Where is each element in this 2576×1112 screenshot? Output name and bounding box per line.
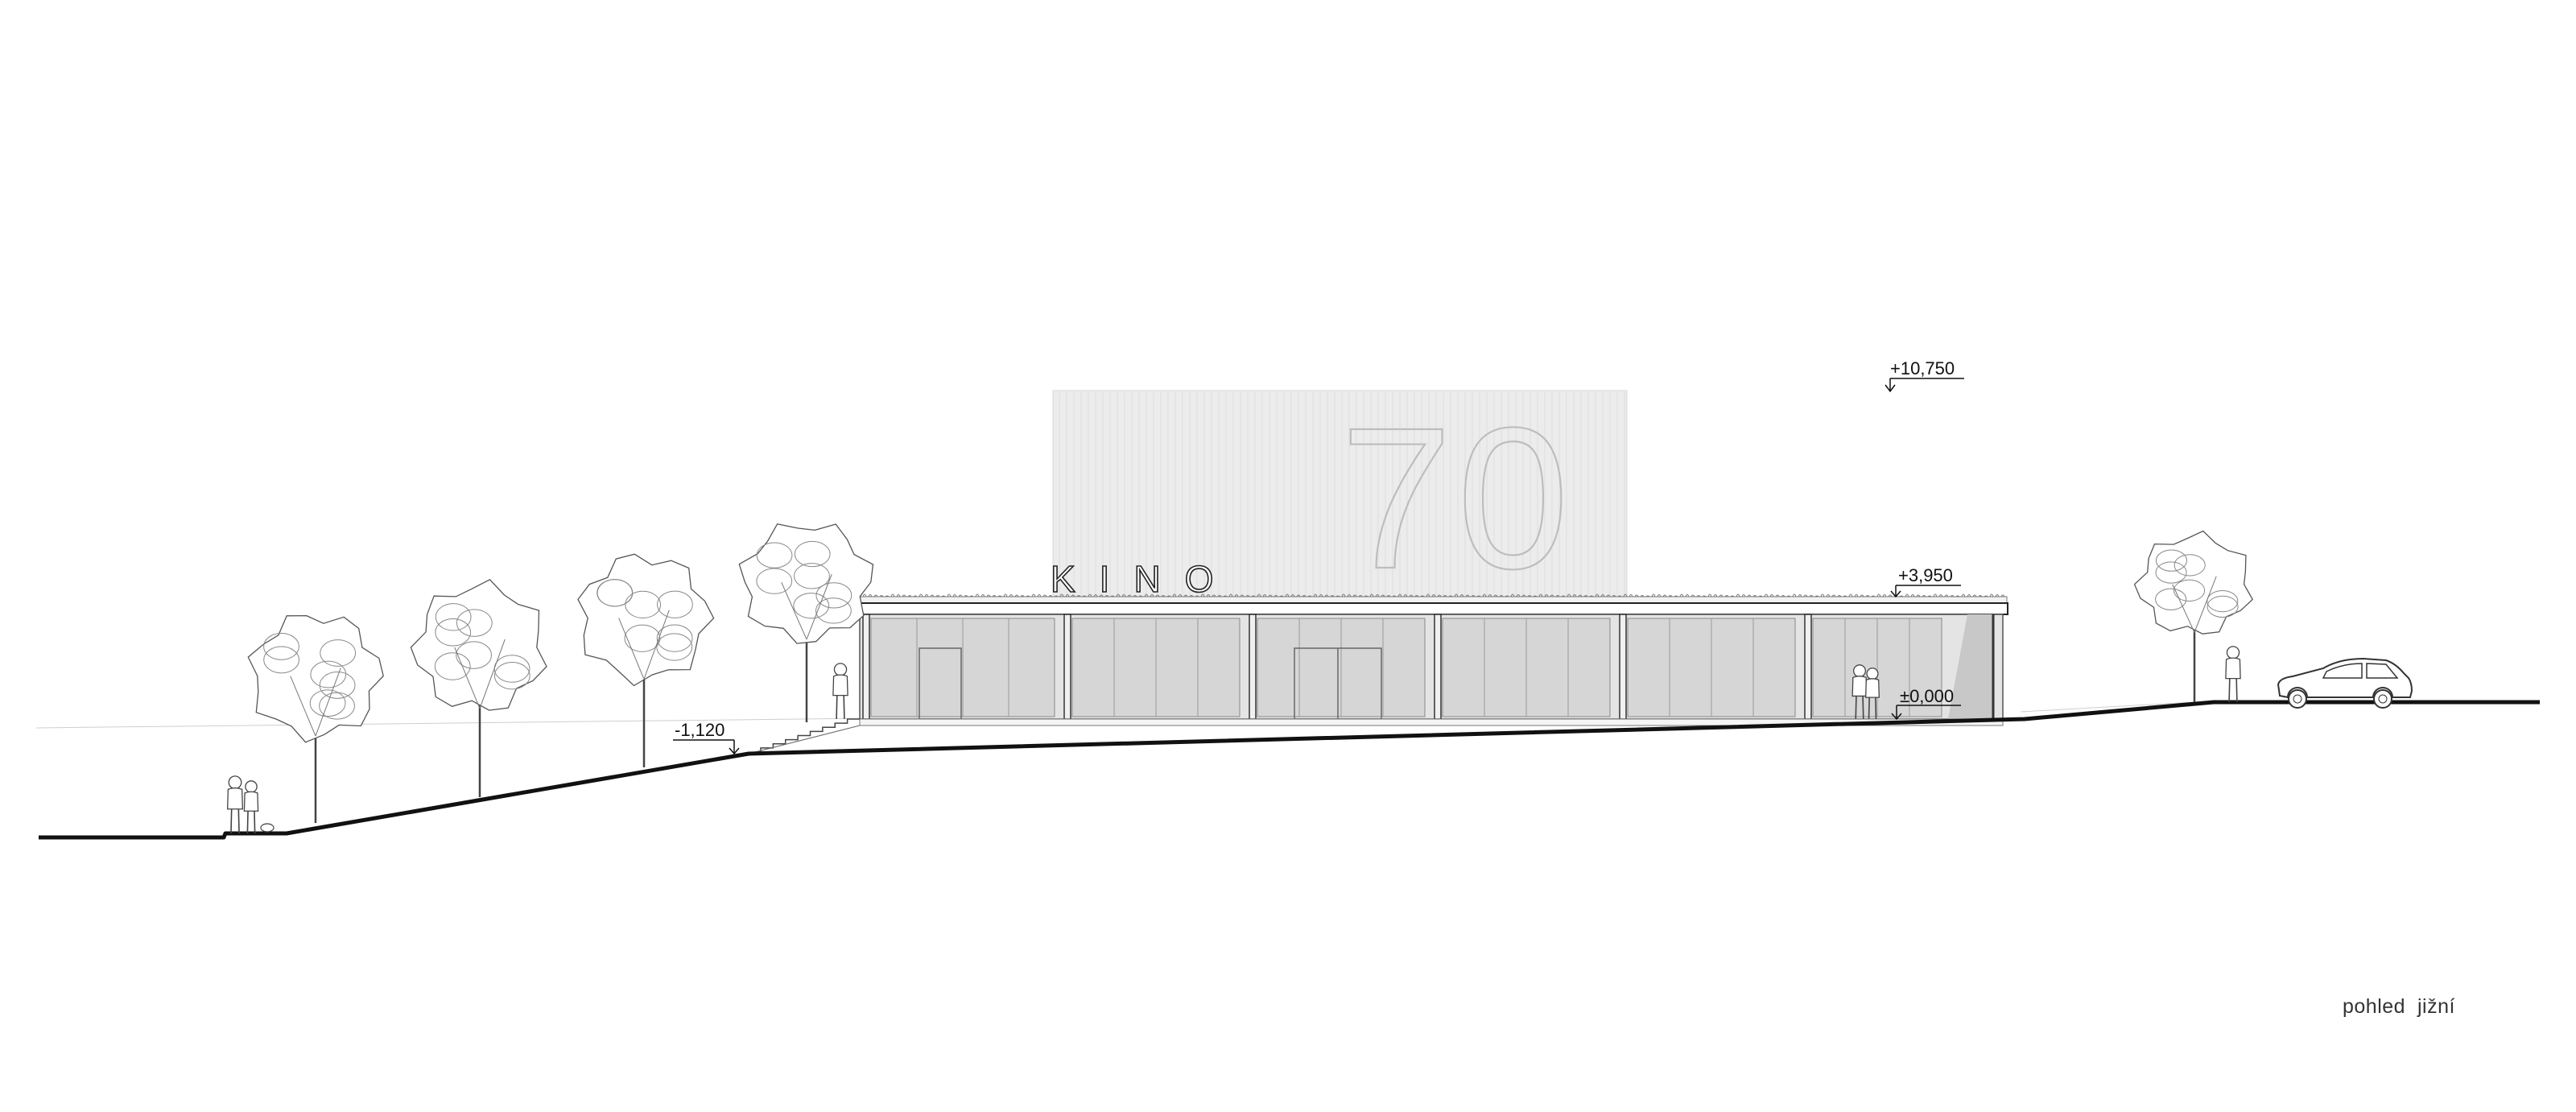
level-marker-lower: -1,120 [673,720,740,755]
level-label-roof: +3,950 [1898,565,1953,585]
person-icon [1852,664,1868,720]
tree-icon [410,578,547,797]
person-icon [1865,668,1880,720]
person-icon [243,780,259,834]
person-icon [2225,646,2241,703]
tree-icon [247,614,384,823]
level-label-lower: -1,120 [675,720,724,740]
tower: 70 [1052,385,1628,611]
drawing-caption: pohled jižní [2343,995,2455,1018]
terrain-line [39,700,2540,840]
building [859,614,2004,726]
reference-line [35,717,870,729]
tower-number: 70 [1340,386,1574,610]
tree-icon [577,553,715,767]
roof [854,593,2008,615]
car-icon [2277,657,2413,709]
level-label-ground: ±0,000 [1900,686,1954,706]
tower-cladding [1059,392,1625,596]
level-marker-ground: ±0,000 [1891,686,1961,721]
tree-icon [738,523,874,722]
tree-icon [2133,530,2254,702]
level-label-top: +10,750 [1890,358,1955,378]
trees [247,523,2254,823]
level-marker-top: +10,750 [1885,358,1964,393]
canopy-shadow [1948,614,1993,719]
person-icon [832,663,848,720]
glazing [862,614,1942,720]
person-icon [226,775,244,834]
roof-greenery [862,593,2005,597]
steps [748,718,861,754]
people [226,646,2241,834]
kino-sign: KINO [1051,558,1237,600]
level-marker-roof: +3,950 [1890,565,1961,598]
dog-icon [260,823,275,833]
